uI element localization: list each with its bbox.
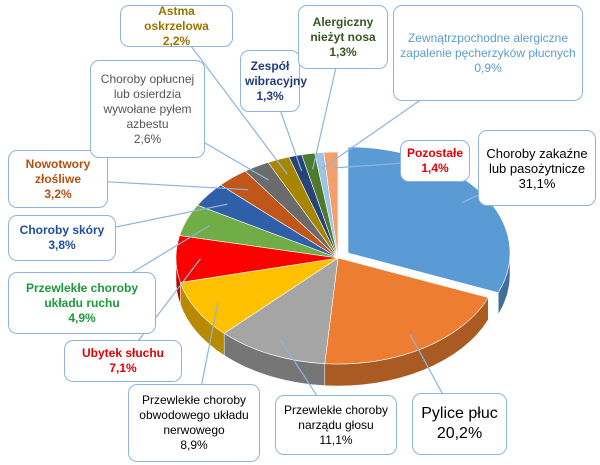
data-label-category: Alergiczny nieżyt nosa [310, 14, 376, 44]
data-label-category: Choroby opłucnej lub osierdzia wywołane … [100, 71, 195, 131]
data-label-value: 2,2% [162, 33, 191, 48]
data-label-value: 20,2% [436, 425, 483, 442]
data-label-value: 2,6% [133, 131, 162, 146]
pie-slice [223, 257, 339, 364]
data-label-value: 11,1% [319, 432, 353, 447]
data-label-category: Zespół wibracyjny [245, 58, 308, 88]
data-label-category: Pozostałe [406, 146, 463, 160]
data-label-category: Astma oskrzelowa [144, 3, 209, 33]
data-label-category: Pylice płuc [421, 405, 498, 422]
data-label-category: Ubytek słuchu [81, 346, 165, 360]
data-label-value: 1,4% [421, 161, 449, 175]
pie-slice [323, 151, 339, 259]
data-label-category: Przewlekłe choroby narządu głosu [283, 402, 389, 432]
data-label-value: 3,8% [48, 238, 76, 252]
pie-slice [179, 257, 339, 334]
data-label-value: 3,2% [44, 186, 72, 201]
data-label-value: 7,1% [109, 361, 137, 375]
data-label-category: Zewnątrzpochodne alergiczne zapalenie pę… [400, 30, 576, 60]
data-label-category: Choroby zakaźne lub pasożytnicze [486, 145, 588, 176]
pie-slice [324, 257, 489, 365]
data-label-category: Przewlekłe choroby obwodowego układu ner… [139, 393, 249, 437]
data-label-value: 0,9% [474, 60, 502, 75]
data-label: Pylice płuc 20,2% [412, 393, 507, 455]
data-label-category: Nowotwory złośliwe [25, 156, 91, 186]
slice-tops [175, 146, 511, 365]
data-label-value: 1,3% [329, 44, 357, 59]
data-label-category: Choroby skóry [19, 223, 105, 237]
data-label: Zewnątrzpochodne alergiczne zapalenie pę… [393, 5, 583, 101]
data-label: Choroby opłucnej lub osierdzia wywołane … [90, 60, 205, 158]
data-label-category: Przewlekłe choroby układu ruchu [25, 280, 139, 310]
data-label-value: 31,1% [518, 175, 556, 191]
leader-line [175, 25, 288, 175]
data-label-value: 8,9% [180, 438, 208, 452]
data-label-value: 4,9% [68, 310, 96, 325]
data-label-value: 1,3% [256, 88, 284, 103]
data-label: Przewlekłe choroby obwodowego układu ner… [128, 384, 260, 462]
